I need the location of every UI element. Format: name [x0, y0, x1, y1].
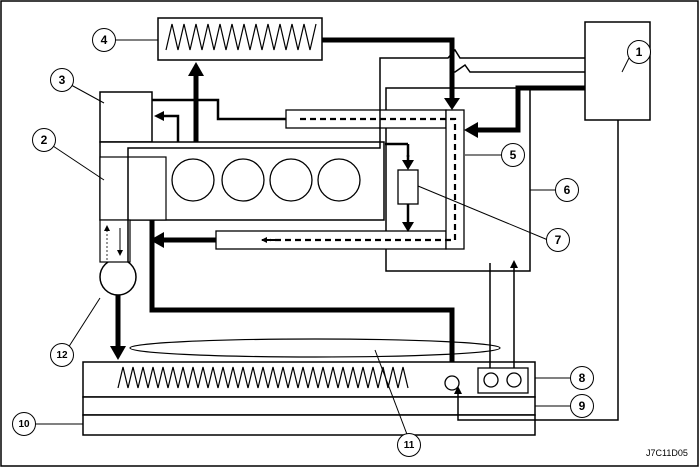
callout-10: 10: [12, 412, 36, 436]
temp-sensor-wire: [457, 120, 619, 421]
callout-5-label: 5: [509, 148, 517, 162]
arrow-control-in: [464, 122, 478, 138]
main-coolant-flows: [115, 37, 585, 362]
radiator-core: [82, 361, 536, 398]
sensor-wire: [127, 48, 585, 262]
expansion-tank: [99, 91, 153, 143]
callout-12-label: 12: [56, 349, 68, 361]
heater-core: [157, 17, 323, 61]
leader-lines: [36, 39, 633, 438]
coolant-level-ellipse: [129, 338, 501, 358]
heater-core-fins: [165, 23, 317, 51]
cylinder-1: [171, 158, 215, 202]
pump-inlet-duct: [99, 219, 131, 263]
cylinder-4: [317, 158, 361, 202]
callout-1: 1: [627, 40, 651, 64]
thin-wiring: [127, 48, 619, 421]
arrow-to-valve: [402, 160, 414, 170]
temperature-sensor: [444, 375, 460, 391]
callout-1-label: 1: [635, 45, 643, 59]
arrow-from-valve: [402, 222, 414, 232]
callout-3: 3: [50, 68, 74, 92]
callout-3-label: 3: [58, 73, 66, 87]
radiator-base: [82, 414, 536, 436]
callout-7: 7: [546, 228, 570, 252]
fan-switch-2: [506, 372, 522, 388]
arrow-to-heater: [188, 62, 204, 76]
heater-return-flow: [322, 37, 455, 100]
water-pump: [99, 258, 137, 296]
callout-4-label: 4: [100, 33, 108, 47]
thermostat-valve: [397, 169, 419, 205]
figure-code: J7C11D05: [646, 448, 688, 458]
arrow-to-engine: [150, 232, 164, 248]
callout-5: 5: [501, 143, 525, 167]
callout-8: 8: [570, 366, 594, 390]
callout-11-label: 11: [403, 439, 415, 451]
callout-8-label: 8: [578, 371, 586, 385]
arrow-to-tank: [154, 111, 164, 121]
engine-to-radiator-flow: [149, 220, 455, 362]
sensor-wire-arrow: [454, 386, 462, 394]
cylinder-2: [221, 158, 265, 202]
callout-11: 11: [397, 433, 421, 457]
sensor-wire-2: [450, 63, 585, 73]
radiator-lower-tank: [82, 396, 536, 416]
callout-10-label: 10: [18, 418, 30, 430]
callout-6: 6: [555, 178, 579, 202]
callout-2: 2: [32, 128, 56, 152]
callout-7-label: 7: [554, 233, 562, 247]
callout-6-label: 6: [563, 183, 571, 197]
arrow-into-thermostat: [444, 98, 460, 110]
engine-to-tank-flow: [160, 114, 180, 142]
bypass-flow-dashed: [270, 117, 457, 242]
callout-9: 9: [570, 394, 594, 418]
cylinder-3: [269, 158, 313, 202]
fan-switch-1: [483, 372, 499, 388]
callout-9-label: 9: [578, 399, 586, 413]
callout-4: 4: [92, 28, 116, 52]
callout-2-label: 2: [40, 133, 48, 147]
callout-12: 12: [50, 343, 74, 367]
control-unit-box: [584, 21, 651, 121]
fan-wire-arrow: [510, 260, 518, 268]
control-signal-flow: [476, 85, 585, 133]
engine-front-housing: [99, 156, 167, 221]
arrow-to-radiator: [110, 346, 126, 360]
tank-to-channel-flow: [152, 98, 286, 121]
radiator-fins: [117, 366, 409, 389]
